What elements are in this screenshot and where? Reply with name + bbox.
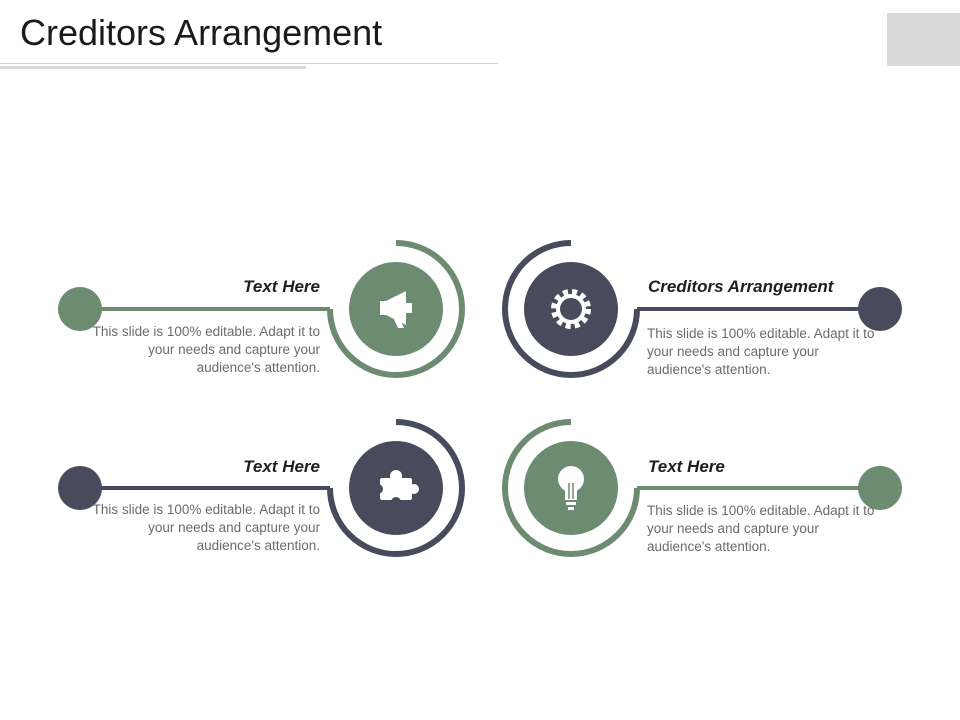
item-body-1: This slide is 100% editable. Adapt it to… [92, 324, 320, 375]
corner-decoration [887, 13, 960, 66]
puzzle-icon [373, 470, 419, 507]
lightbulb-icon [558, 466, 584, 510]
diagram-item-4 [502, 419, 902, 557]
diagram-item-2 [502, 240, 902, 378]
title-underline-accent [0, 66, 306, 69]
ring-arc-2 [502, 240, 640, 378]
item-body-2: This slide is 100% editable. Adapt it to… [647, 326, 875, 377]
endpoint-dot-3 [58, 466, 102, 510]
item-title-1: Text Here [243, 277, 320, 296]
item-title-3: Text Here [243, 457, 320, 476]
item-body-4: This slide is 100% editable. Adapt it to… [647, 503, 875, 554]
ring-arc-4 [502, 419, 640, 557]
ring-arc-3 [327, 419, 465, 557]
endpoint-dot-1 [58, 287, 102, 331]
icon-circle-2 [524, 262, 618, 356]
endpoint-dot-2 [858, 287, 902, 331]
ring-arc-1 [327, 240, 465, 378]
gear-icon [551, 289, 591, 329]
slide-title: Creditors Arrangement [20, 12, 383, 53]
item-title-4: Text Here [648, 457, 725, 476]
diagram-item-1 [58, 240, 465, 378]
endpoint-dot-4 [858, 466, 902, 510]
diagram-item-3 [58, 419, 465, 557]
item-title-2: Creditors Arrangement [648, 277, 834, 296]
title-underline [0, 63, 498, 64]
megaphone-icon [380, 291, 412, 328]
item-body-3: This slide is 100% editable. Adapt it to… [92, 502, 320, 553]
